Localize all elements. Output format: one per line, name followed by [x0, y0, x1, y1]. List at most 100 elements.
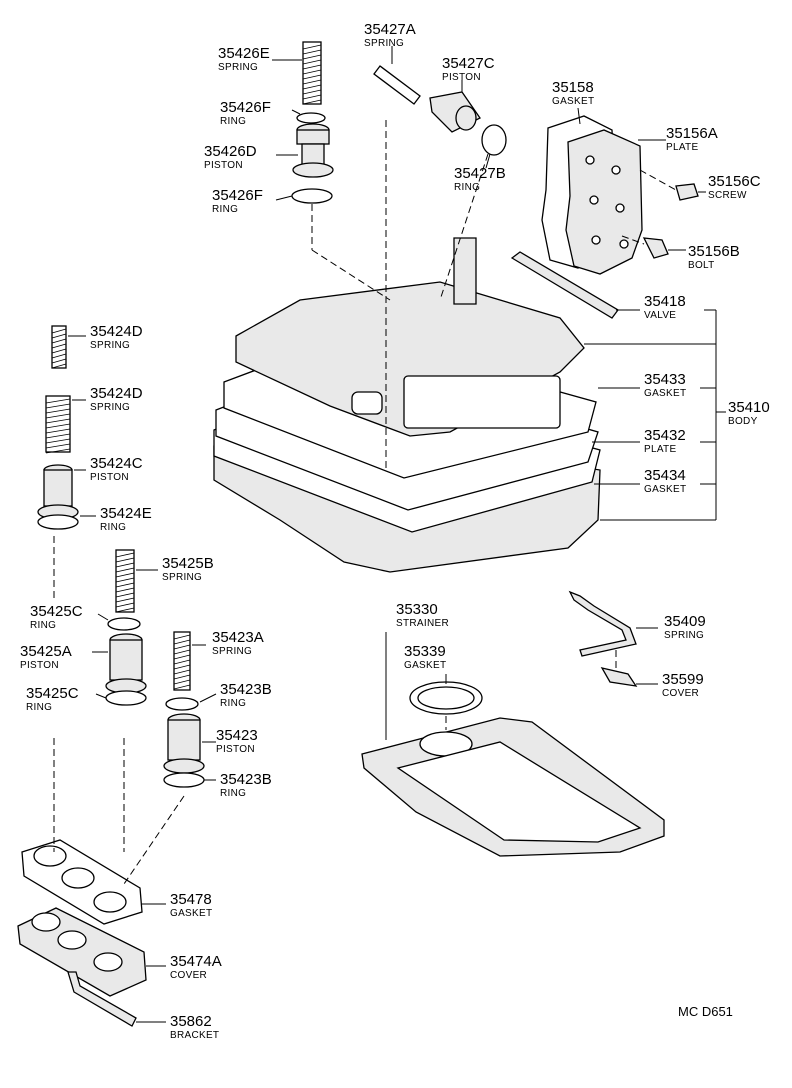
spring-coil: [302, 54, 322, 60]
callout-35424d-lower-number: 35424D: [90, 385, 143, 402]
callout-35158-name: GASKET: [552, 96, 594, 107]
callout-35339-name: GASKET: [404, 660, 446, 671]
spring-coil: [45, 438, 71, 444]
callout-35478: 35478 GASKET: [170, 891, 212, 919]
spring-coil: [173, 639, 191, 645]
callout-35410-name: BODY: [728, 416, 758, 427]
callout-35426e-name: SPRING: [218, 62, 258, 73]
callout-35426e-number: 35426E: [218, 45, 270, 62]
callout-35599-name: COVER: [662, 688, 699, 699]
spring-coil: [173, 659, 191, 665]
callout-35418-name: VALVE: [644, 310, 676, 321]
spring-coil: [45, 398, 71, 404]
spring-coil: [173, 664, 191, 670]
callout-35426e: 35426E SPRING: [218, 45, 270, 73]
callout-35433-number: 35433: [644, 371, 686, 388]
spring-coil: [302, 64, 322, 70]
spring-35427a-drawing: [373, 65, 421, 105]
callout-35427c: 35427C PISTON: [442, 55, 495, 83]
callout-35424e-name: RING: [100, 522, 126, 533]
spring-coil: [115, 602, 135, 608]
spring-coil: [302, 89, 322, 95]
callout-35156b-number: 35156B: [688, 243, 740, 260]
callout-35426f-lower-number: 35426F: [212, 187, 263, 204]
callout-35423b-upper: 35423B RING: [220, 681, 272, 709]
callout-35478-number: 35478: [170, 891, 212, 908]
spring-coil: [173, 679, 191, 685]
spring-coil: [45, 418, 71, 424]
spring-coil: [115, 552, 135, 558]
spring-coil: [173, 674, 191, 680]
callout-35410: 35410 BODY: [728, 399, 770, 427]
callout-35426f-upper-name: RING: [220, 116, 246, 127]
callout-35424c-name: PISTON: [90, 472, 129, 483]
callout-35423b-lower-number: 35423B: [220, 771, 272, 788]
callout-35418-number: 35418: [644, 293, 686, 310]
callout-35156a-number: 35156A: [666, 125, 718, 142]
diagram-reference-code: MC D651: [678, 1004, 733, 1019]
spring-coil: [51, 338, 67, 344]
callout-35424c: 35424C PISTON: [90, 455, 143, 483]
callout-35418: 35418 VALVE: [644, 293, 686, 321]
callout-35425c-upper: 35425C RING: [30, 603, 83, 631]
callout-35339-number: 35339: [404, 643, 446, 660]
callout-35156b-name: BOLT: [688, 260, 715, 271]
callout-35424c-number: 35424C: [90, 455, 143, 472]
callout-35424d-upper-name: SPRING: [90, 340, 130, 351]
callout-35434-number: 35434: [644, 467, 686, 484]
piston-35425a-drawing: [105, 633, 147, 694]
callout-35330-name: STRAINER: [396, 618, 449, 629]
callout-35599-number: 35599: [662, 671, 704, 688]
callout-35433-name: GASKET: [644, 388, 686, 399]
spring-coil: [115, 557, 135, 563]
callout-35432-number: 35432: [644, 427, 686, 444]
spring-coil: [45, 408, 71, 414]
callout-35425a: 35425A PISTON: [20, 643, 72, 671]
callout-35862-number: 35862: [170, 1013, 212, 1030]
callout-35423b-lower: 35423B RING: [220, 771, 272, 799]
spring-coil: [45, 428, 71, 434]
callout-35423a-number: 35423A: [212, 629, 264, 646]
spring-coil: [302, 99, 322, 105]
callout-35427b: 35427B RING: [454, 165, 506, 193]
piston-35424c-drawing: [37, 464, 79, 520]
callout-35423-number: 35423: [216, 727, 258, 744]
callout-35474a: 35474A COVER: [170, 953, 222, 981]
spring-coil: [173, 654, 191, 660]
callout-35426f-lower-name: RING: [212, 204, 238, 215]
callout-35423: 35423 PISTON: [216, 727, 258, 755]
callout-35409-name: SPRING: [664, 630, 704, 641]
spring-coil: [115, 592, 135, 598]
callout-35474a-name: COVER: [170, 970, 207, 981]
callout-35427a-number: 35427A: [364, 21, 416, 38]
callout-35409: 35409 SPRING: [664, 613, 706, 641]
spring-coil: [51, 333, 67, 339]
callout-35424d-lower: 35424D SPRING: [90, 385, 143, 413]
callout-35425b: 35425B SPRING: [162, 555, 214, 583]
callout-35156c-name: SCREW: [708, 190, 747, 201]
callout-35424d-upper-number: 35424D: [90, 323, 143, 340]
callout-35424e-number: 35424E: [100, 505, 152, 522]
spring-coil: [45, 413, 71, 419]
callout-35474a-number: 35474A: [170, 953, 222, 970]
spring-coil: [115, 577, 135, 583]
callout-35424d-lower-name: SPRING: [90, 402, 130, 413]
callout-35432-name: PLATE: [644, 444, 676, 455]
callout-35433: 35433 GASKET: [644, 371, 686, 399]
callout-35427c-number: 35427C: [442, 55, 495, 72]
callout-35423b-upper-number: 35423B: [220, 681, 272, 698]
strainer-35330-drawing: [361, 717, 665, 857]
callout-35330: 35330 STRAINER: [396, 601, 449, 629]
ring-35425c-lower-drawing: [105, 690, 147, 706]
spring-coil: [173, 634, 191, 640]
spring-coil: [115, 607, 135, 613]
spring-coil: [45, 443, 71, 449]
spring-35423a-drawing: [173, 631, 191, 691]
callout-35424d-upper: 35424D SPRING: [90, 323, 143, 351]
spring-coil: [173, 669, 191, 675]
callout-35158: 35158 GASKET: [552, 79, 594, 107]
callout-35427b-name: RING: [454, 182, 480, 193]
callout-35426f-lower: 35426F RING: [212, 187, 263, 215]
spring-coil: [51, 363, 67, 369]
